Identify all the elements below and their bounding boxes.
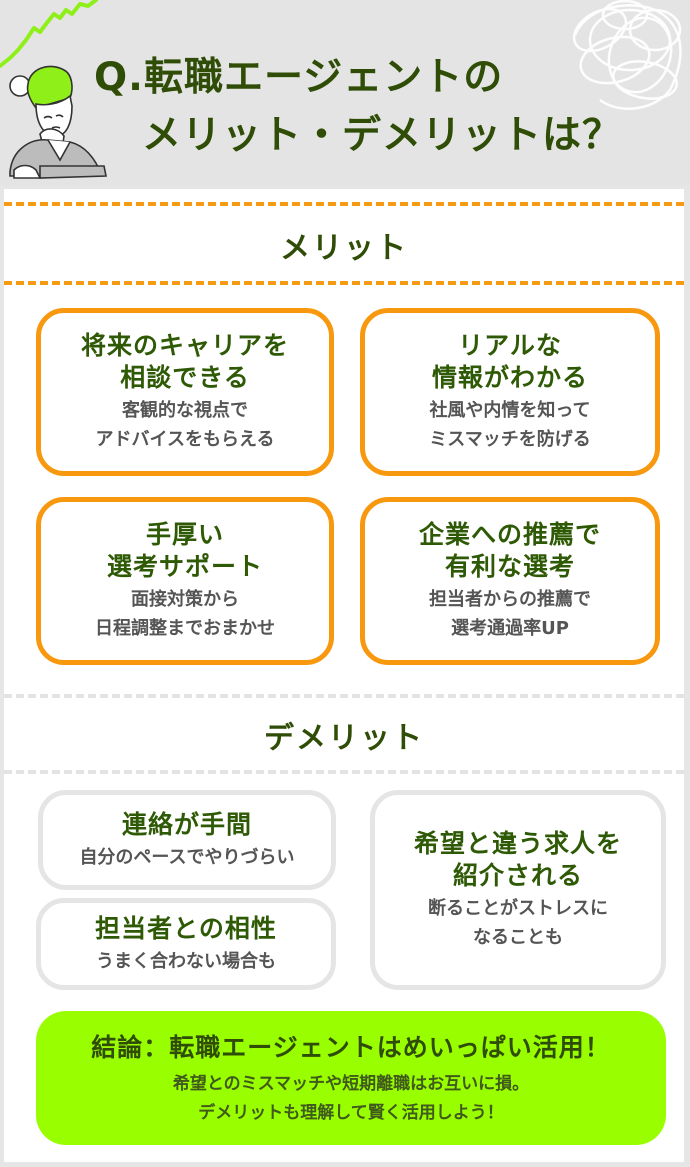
page-title-line-2: メリット・デメリットは？ [142,113,623,158]
demerit-title: 連絡が手間 [121,809,252,839]
merit-desc: 客観的な視点で アドバイスをもらえる [95,400,275,450]
demerit-card-mismatch: 希望と違う求人を 紹介される 断ることがストレスに なることも [370,790,666,990]
thinking-woman-illustration [9,65,107,179]
merit-title: 将来のキャリアを 相談できる [80,331,289,392]
merit-title: 手厚い 選考サポート [106,520,263,581]
merit-card-career: 将来のキャリアを 相談できる 客観的な視点で アドバイスをもらえる [36,308,334,476]
merit-card-info: リアルな 情報がわかる 社風や内情を知って ミスマッチを防げる [360,308,660,476]
merit-card-support: 手厚い 選考サポート 面接対策から 日程調整までおまかせ [36,497,334,665]
content-card: メリット 将来のキャリアを 相談できる 客観的な視点で アドバイスをもらえる リ… [4,189,684,1162]
demerit-title: 希望と違う求人を 紹介される [413,829,622,890]
page-title-line-1: Q.転職エージェントの [94,55,504,100]
merit-desc: 担当者からの推薦で 選考通過率UP [429,589,591,639]
demerit-card-contact: 連絡が手間 自分のペースでやりづらい [38,790,336,890]
divider-orange-top [4,202,684,206]
demerit-desc: うまく合わない場合も [96,950,276,972]
white-scribble-icon [572,0,682,110]
demerits-heading: デメリット [264,721,424,756]
merit-card-recommendation: 企業への推薦で 有利な選考 担当者からの推薦で 選考通過率UP [360,497,660,665]
demerit-title: 担当者との相性 [95,913,277,943]
merits-heading: メリット [280,231,408,266]
demerit-desc: 断ることがストレスに なることも [428,898,608,948]
demerit-desc: 自分のペースでやりづらい [79,846,295,868]
conclusion-body: 希望とのミスマッチや短期離職はお互いに損。 デメリットも理解して賢く活用しよう！ [172,1074,530,1123]
divider-gray-top [4,694,684,698]
merit-desc: 面接対策から 日程調整までおまかせ [95,589,275,639]
green-zigzag-icon [0,0,98,68]
divider-orange-bottom [4,281,684,285]
demerit-card-compatibility: 担当者との相性 うまく合わない場合も [36,898,336,990]
merit-desc: 社風や内情を知って ミスマッチを防げる [429,400,591,450]
merit-title: 企業への推薦で 有利な選考 [418,520,601,581]
conclusion-banner: 結論：転職エージェントはめいっぱい活用！ 希望とのミスマッチや短期離職はお互いに… [36,1011,666,1145]
merit-title: リアルな 情報がわかる [431,331,588,392]
header-decorations [0,0,682,179]
divider-gray-bottom [4,770,684,774]
conclusion-title: 結論：転職エージェントはめいっぱい活用！ [91,1033,611,1062]
header-banner: Q.転職エージェントの メリット・デメリットは？ [0,0,690,186]
